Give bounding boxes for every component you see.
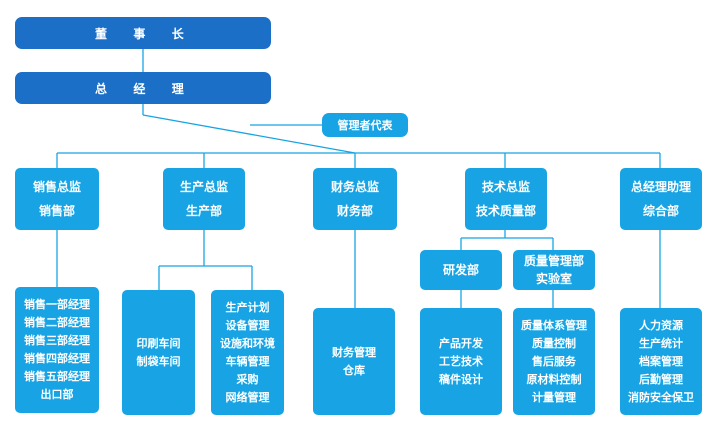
management-rep-box: 管理者代表 xyxy=(322,113,408,137)
admin-leaf-item: 档案管理 xyxy=(639,354,683,368)
dept-production: 生产总监 生产部 xyxy=(163,168,245,230)
admin-leaf-item: 人力资源 xyxy=(639,318,683,332)
production-leaf-item: 网络管理 xyxy=(225,390,270,404)
dept-admin-name: 综合部 xyxy=(642,204,679,218)
finance-leaf-item: 财务管理 xyxy=(332,345,376,359)
dept-tech-name: 技术质量部 xyxy=(475,204,536,218)
sales-leaf-item: 销售五部经理 xyxy=(24,370,90,383)
dept-sales-name: 销售部 xyxy=(38,204,75,218)
admin-leaf-item: 生产统计 xyxy=(639,336,683,350)
rnd-leaf-item: 稿件设计 xyxy=(439,372,483,386)
workshop-leaf-item: 印刷车间 xyxy=(136,336,181,350)
admin-leaf-item: 消防安全保卫 xyxy=(628,390,694,404)
production-leaf-item: 采购 xyxy=(236,372,259,386)
quality-leaf-item: 原材料控制 xyxy=(526,372,582,386)
sales-leaf-box: 销售一部经理 销售二部经理 销售三部经理 销售四部经理 销售五部经理 出口部 xyxy=(15,287,99,413)
finance-leaf-item: 仓库 xyxy=(343,363,365,377)
sales-leaf-item: 销售二部经理 xyxy=(24,316,90,329)
production-leaf-box: 生产计划 设备管理 设施和环境 车辆管理 采购 网络管理 xyxy=(211,290,284,415)
rnd-leaf-item: 产品开发 xyxy=(439,336,483,350)
dept-admin: 总经理助理 综合部 xyxy=(620,168,702,230)
dept-finance: 财务总监 财务部 xyxy=(313,168,397,230)
quality-dept-line2: 实验室 xyxy=(535,272,572,286)
rnd-leaf-item: 工艺技术 xyxy=(439,354,483,368)
dept-production-title: 生产总监 xyxy=(179,180,228,194)
workshops-leaf-box: 印刷车间 制袋车间 xyxy=(122,290,195,415)
sales-leaf-item: 出口部 xyxy=(40,388,74,401)
quality-leaf-item: 计量管理 xyxy=(532,390,576,404)
quality-leaf-item: 售后服务 xyxy=(532,354,576,368)
chairman-label: 董 事 长 xyxy=(94,26,191,41)
sales-leaf-item: 销售一部经理 xyxy=(24,298,90,311)
dept-sales-title: 销售总监 xyxy=(32,180,81,194)
quality-dept-box: 质量管理部 实验室 xyxy=(513,250,595,290)
quality-leaf-box: 质量体系管理 质量控制 售后服务 原材料控制 计量管理 xyxy=(513,308,595,415)
dept-tech-title: 技术总监 xyxy=(481,180,530,194)
management-rep-label: 管理者代表 xyxy=(337,119,393,132)
dept-production-name: 生产部 xyxy=(185,204,222,218)
quality-dept-line1: 质量管理部 xyxy=(523,254,584,268)
workshop-leaf-item: 制袋车间 xyxy=(136,354,181,368)
chairman-box: 董 事 长 xyxy=(15,17,271,49)
sales-leaf-item: 销售四部经理 xyxy=(24,352,90,365)
quality-leaf-item: 质量体系管理 xyxy=(521,318,587,332)
production-leaf-item: 生产计划 xyxy=(225,300,270,314)
production-leaf-item: 车辆管理 xyxy=(225,354,270,368)
rnd-box: 研发部 xyxy=(420,250,502,290)
rnd-leaf-box: 产品开发 工艺技术 稿件设计 xyxy=(420,308,502,415)
dept-tech: 技术总监 技术质量部 xyxy=(465,168,547,230)
production-leaf-item: 设施和环境 xyxy=(220,336,275,350)
finance-leaf-box: 财务管理 仓库 xyxy=(313,308,395,415)
production-leaf-item: 设备管理 xyxy=(225,318,270,332)
quality-leaf-item: 质量控制 xyxy=(532,336,576,350)
sales-leaf-item: 销售三部经理 xyxy=(24,334,90,347)
dept-sales: 销售总监 销售部 xyxy=(15,168,99,230)
general-manager-box: 总 经 理 xyxy=(15,72,271,104)
dept-finance-title: 财务总监 xyxy=(330,180,379,194)
dept-admin-title: 总经理助理 xyxy=(630,180,691,194)
admin-leaf-box: 人力资源 生产统计 档案管理 后勤管理 消防安全保卫 xyxy=(620,308,702,415)
dept-finance-name: 财务部 xyxy=(336,204,373,218)
general-manager-label: 总 经 理 xyxy=(94,81,191,96)
admin-leaf-item: 后勤管理 xyxy=(639,372,683,386)
rnd-label: 研发部 xyxy=(442,263,479,277)
